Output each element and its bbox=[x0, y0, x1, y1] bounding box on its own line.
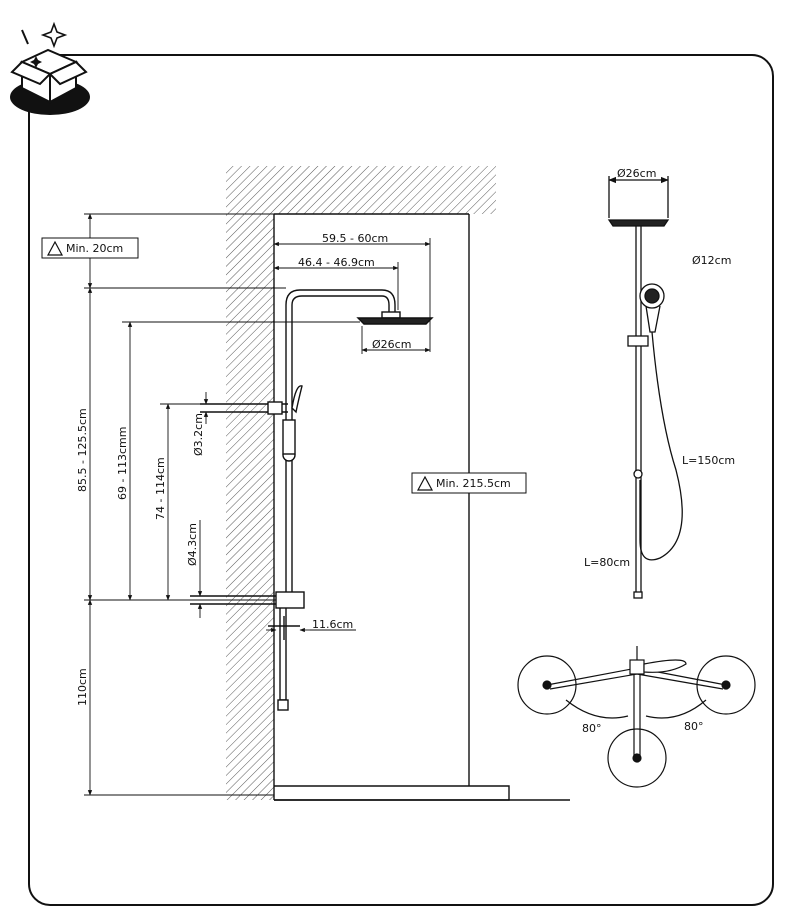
svg-text:Min. 20cm: Min. 20cm bbox=[66, 242, 123, 255]
hose-length-label: L=150cm bbox=[682, 454, 735, 467]
min-top-gap-warning: Min. 20cm bbox=[41, 237, 139, 259]
floor-to-valve-label: 110cm bbox=[76, 668, 89, 706]
rail-height-label: 85.5 - 125.5cm bbox=[76, 408, 89, 492]
wall-section bbox=[226, 166, 570, 801]
holder-to-valve-label: 74 - 114cm bbox=[154, 457, 167, 520]
tube-diameter-label: Ø3.2cm bbox=[192, 413, 205, 456]
left-angle-label: 80° bbox=[582, 722, 602, 735]
svg-text:Min. 215.5cm: Min. 215.5cm bbox=[436, 477, 511, 490]
shower-front-view bbox=[607, 176, 683, 599]
dimension-lines bbox=[84, 213, 431, 796]
drawing-frame bbox=[28, 54, 774, 906]
arm-reach-label: 59.5 - 60cm bbox=[322, 232, 388, 245]
shower-side-view bbox=[190, 289, 434, 711]
right-angle-label: 80° bbox=[684, 720, 704, 733]
sparkle-icon bbox=[21, 21, 68, 68]
hose-length-short-label: L=80cm bbox=[584, 556, 630, 569]
rotation-plan-view bbox=[517, 646, 756, 788]
warning-triangle-icon bbox=[416, 475, 434, 491]
valve-diameter-label: Ø4.3cm bbox=[186, 523, 199, 566]
min-total-height-warning: Min. 215.5cm bbox=[411, 472, 527, 494]
arm-reach-inner-label: 46.4 - 46.9cm bbox=[298, 256, 375, 269]
open-box-icon bbox=[10, 48, 90, 115]
valve-depth-label: 11.6cm bbox=[312, 618, 353, 631]
warning-triangle-icon bbox=[46, 240, 64, 256]
handset-diameter-label: Ø12cm bbox=[692, 254, 731, 267]
head-to-valve-label: 69 - 113cmm bbox=[116, 427, 129, 500]
front-head-diameter-label: Ø26cm bbox=[617, 167, 656, 180]
head-diameter-label: Ø26cm bbox=[372, 338, 411, 351]
